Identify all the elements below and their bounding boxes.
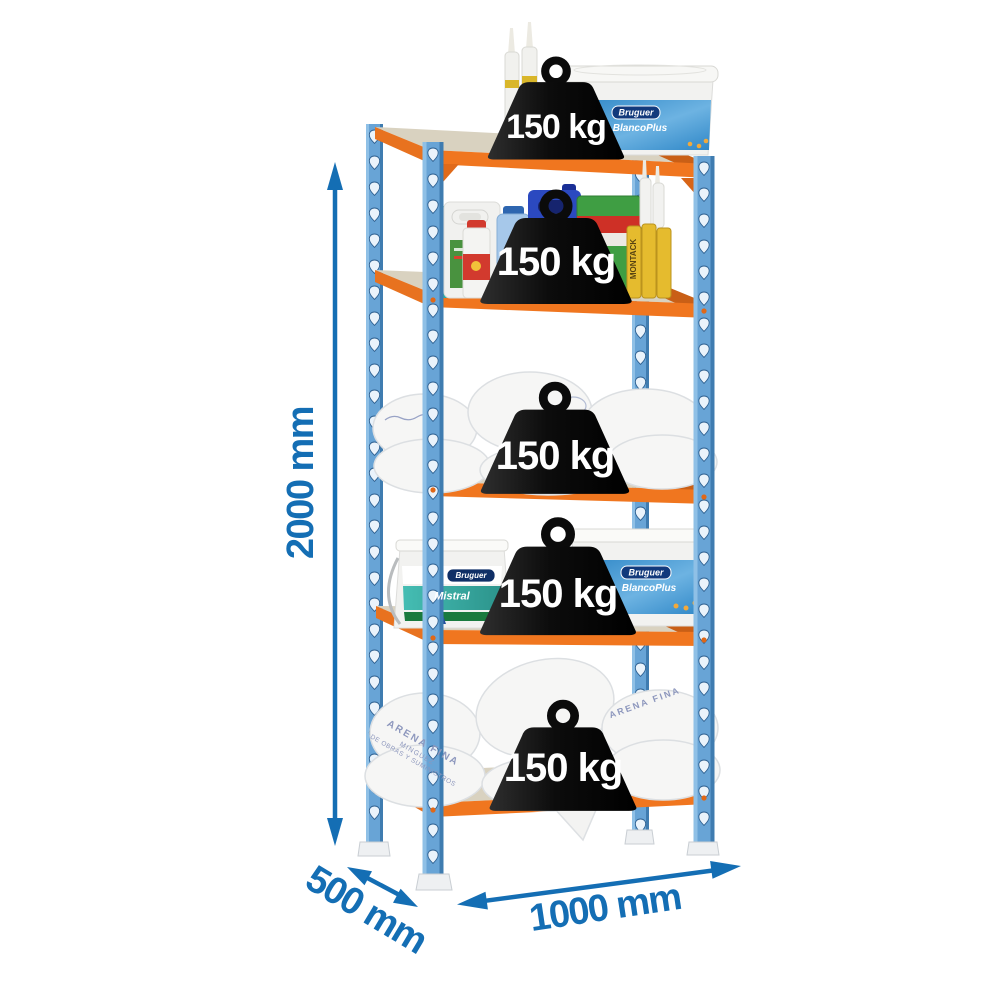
depth-arrow-icon — [347, 867, 418, 907]
height-dimension-label: 2000 mm — [280, 406, 322, 560]
shelf-5-load-label: 150 kg — [503, 746, 624, 790]
bucket-top-product-label: BlancoPlus — [612, 123, 668, 134]
bucket-top-brand-label: Bruguer — [618, 107, 654, 118]
height-arrow-icon — [327, 162, 343, 846]
bucket-left-product-label: Mistral — [434, 590, 470, 603]
shelf-1-load-label: 150 kg — [506, 108, 607, 146]
shelf-3-load-label: 150 kg — [495, 434, 616, 478]
width-arrow-icon — [457, 861, 741, 910]
bucket-right-product-label: BlancoPlus — [621, 583, 677, 594]
shelf-4-load-label: 150 kg — [498, 572, 619, 616]
shelf-2-load-label: 150 kg — [496, 240, 617, 284]
bucket-left-brand-label: Bruguer — [455, 571, 487, 580]
front-uprights — [422, 142, 715, 876]
bucket-right-brand-label: Bruguer — [628, 567, 664, 578]
dimension-arrows — [327, 162, 741, 910]
feet — [357, 829, 720, 891]
cartridge-brand-label: MONTACK — [629, 238, 638, 280]
